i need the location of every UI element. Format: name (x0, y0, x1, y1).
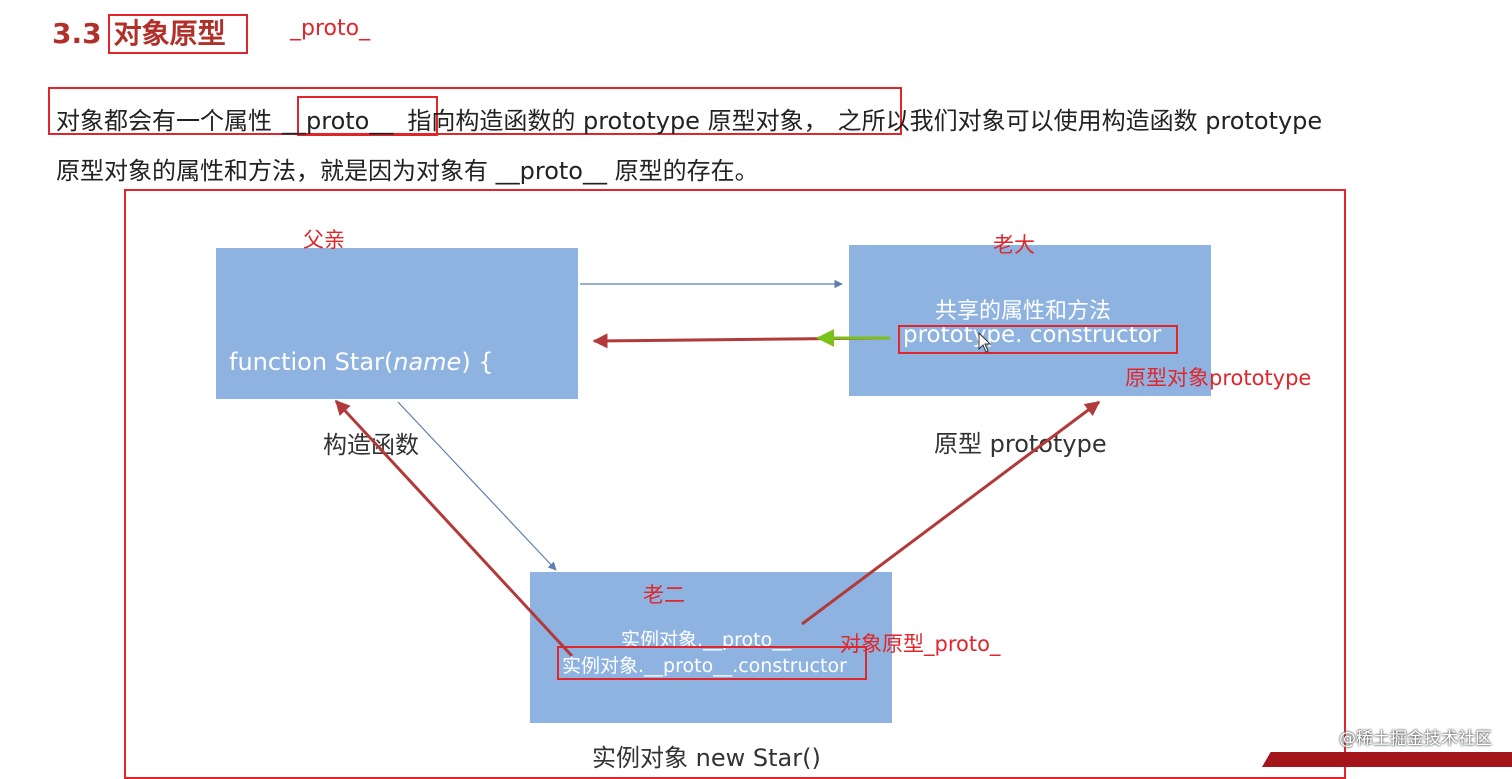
constructor-caption: 构造函数 (323, 431, 419, 459)
constructor-code: function Star(name) { this.name = name } (229, 270, 494, 640)
watermark: @稀土掘金技术社区 (1339, 729, 1492, 749)
code-param: name (393, 348, 462, 376)
note-father: 父亲 (303, 228, 345, 252)
paragraph-line-1: 对象都会有一个属性 __proto__ 指向构造函数的 prototype 原型对象… (56, 101, 1322, 136)
prototype-panel (849, 245, 1211, 396)
code-line-2: this.name = name (229, 455, 494, 492)
paragraph-middle: 指向构造函数的 prototype 原型对象， (407, 107, 828, 135)
highlight-box-instance-constructor (557, 646, 867, 680)
corner-band (1262, 752, 1512, 767)
highlight-box-prototype-constructor (898, 325, 1178, 354)
paragraph-rest: 之所以我们对象可以使用构造函数 prototype (837, 107, 1323, 135)
note-second: 老二 (643, 583, 685, 607)
paragraph-proto-term: __proto__ (282, 107, 394, 135)
arrow-constructor-to-instance (397, 401, 557, 571)
prototype-shared-text: 共享的属性和方法 (935, 299, 1112, 324)
highlight-box-proto (297, 96, 438, 136)
mouse-cursor-icon (978, 331, 992, 353)
highlight-box-sentence (48, 87, 902, 135)
paragraph-line-2: 原型对象的属性和方法，就是因为对象有 __proto__ 原型的存在。 (56, 157, 759, 185)
code-line-3: } (229, 570, 245, 598)
prototype-caption: 原型 prototype (934, 430, 1107, 458)
note-prototype-object: 原型对象prototype (1125, 366, 1312, 390)
heading-note: _proto_ (290, 16, 371, 41)
constructor-panel (216, 248, 578, 399)
note-object-proto: 对象原型_proto_ (840, 632, 1001, 656)
arrow-instance-to-constructor (334, 399, 574, 658)
code-brace-open: ) { (461, 348, 494, 376)
section-number: 3.3 (52, 17, 102, 50)
code-func-decl: function Star( (229, 348, 394, 376)
code-param-value: name (425, 459, 494, 487)
code-line-1: function Star(name) { (229, 344, 494, 381)
arrow-instance-to-prototype (801, 400, 1101, 626)
instance-constructor-text: 实例对象.__proto__.constructor (562, 655, 847, 677)
note-eldest: 老大 (993, 233, 1035, 257)
instance-proto-text: 实例对象.__proto__ (621, 629, 792, 651)
section-title: 对象原型 (107, 14, 248, 54)
code-assignment: this.name = (271, 459, 426, 487)
paragraph-boxed-start: 对象都会有一个属性 (56, 107, 272, 135)
